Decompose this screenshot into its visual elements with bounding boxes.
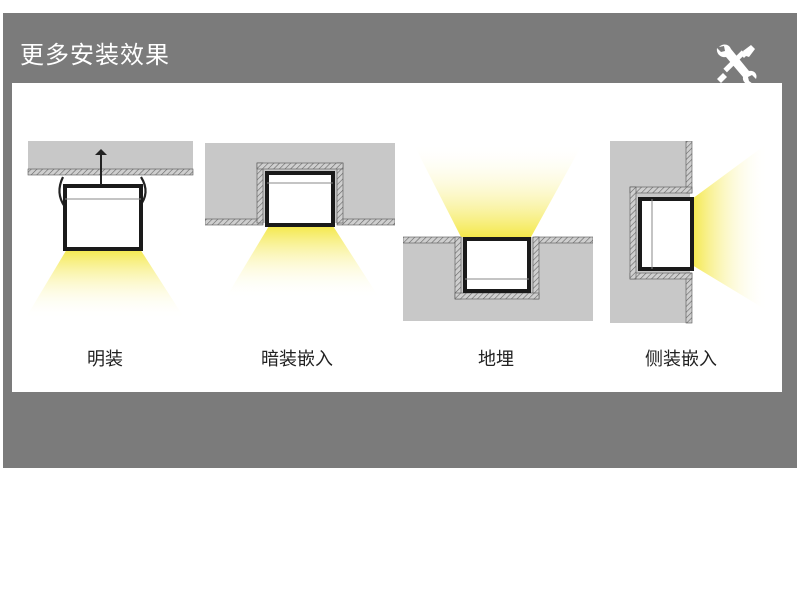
caption-in-ground: 地埋 [478,349,514,370]
recessed-mount-diagram [205,141,395,301]
surface-mount-diagram [25,141,195,321]
page-title: 更多安装效果 [20,41,170,69]
side-wall-mount-diagram [608,141,773,326]
wrench-screwdriver-icon[interactable] [713,41,759,87]
caption-side-wall-mount: 侧装嵌入 [645,349,717,370]
in-ground-diagram [403,141,593,326]
caption-recessed-mount: 暗装嵌入 [261,349,333,370]
caption-surface-mount: 明装 [87,349,123,370]
